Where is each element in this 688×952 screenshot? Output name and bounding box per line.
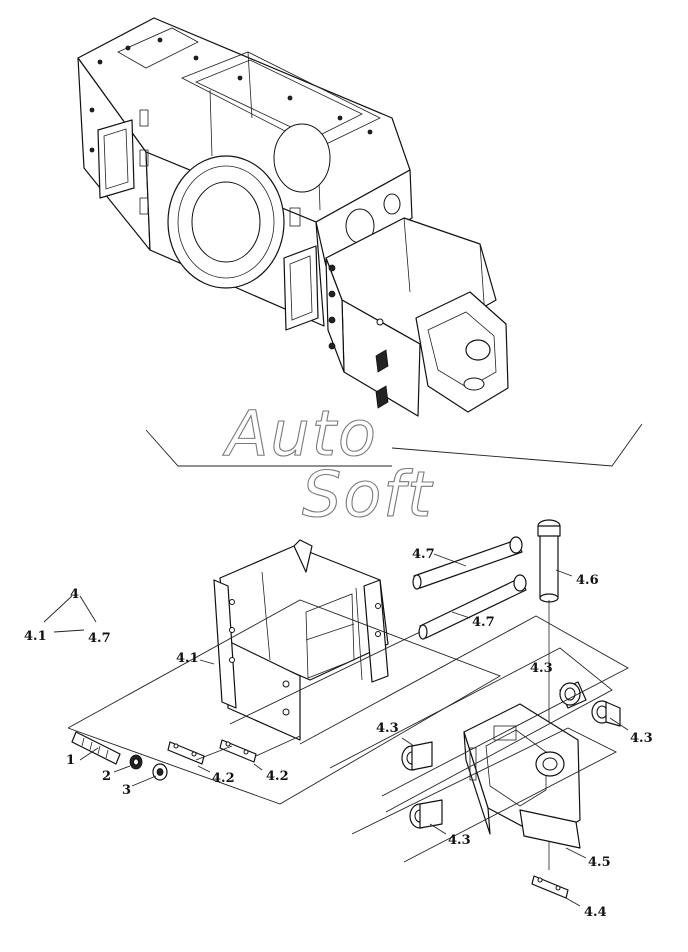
bushing-4-3-right bbox=[591, 700, 621, 727]
housing-assembly bbox=[77, 17, 413, 331]
bracket-assembly bbox=[325, 217, 509, 417]
callout-4-2-right: 4.2 bbox=[266, 769, 289, 784]
watermark-line-1: Auto bbox=[222, 397, 378, 470]
retainer-4-2-left bbox=[167, 741, 205, 765]
callout-labels: 4 4.1 4.7 4.7 4.7 4.6 4.1 4.3 4.3 4.3 4.… bbox=[24, 547, 653, 920]
callout-2: 2 bbox=[102, 769, 111, 784]
callout-4-7-top: 4.7 bbox=[412, 547, 435, 562]
pin-4-7-upper bbox=[412, 536, 523, 590]
pin-4-7-lower bbox=[418, 574, 527, 640]
nut-2 bbox=[129, 754, 143, 770]
explosion-frame bbox=[145, 423, 643, 467]
callout-4-3-left: 4.3 bbox=[376, 721, 399, 736]
callout-1: 1 bbox=[66, 753, 75, 768]
callout-3: 3 bbox=[122, 783, 131, 798]
callout-4-6: 4.6 bbox=[576, 573, 599, 588]
callout-4-3-bottom: 4.3 bbox=[448, 833, 471, 848]
retainer-4-2-right bbox=[219, 739, 257, 763]
bushing-4-3-top bbox=[559, 681, 587, 709]
bushing-4-3-bottom bbox=[409, 799, 443, 829]
nut-3 bbox=[152, 763, 168, 781]
callout-4-3-right: 4.3 bbox=[630, 731, 653, 746]
callout-4-1-key: 4.1 bbox=[24, 629, 47, 644]
autosoft-watermark: Auto Soft bbox=[221, 396, 434, 531]
callout-4-3-top: 4.3 bbox=[530, 661, 553, 676]
callout-4-1: 4.1 bbox=[176, 651, 199, 666]
callout-4-7-key: 4.7 bbox=[88, 631, 111, 646]
leader-lines bbox=[43, 553, 629, 907]
callout-4-7-mid: 4.7 bbox=[472, 615, 495, 630]
callout-4-2-left: 4.2 bbox=[212, 771, 235, 786]
retainer-4-4 bbox=[531, 875, 569, 899]
watermark-line-2: Soft bbox=[302, 458, 434, 531]
screw-1 bbox=[71, 731, 121, 765]
callout-4: 4 bbox=[70, 587, 79, 602]
callout-4-4: 4.4 bbox=[584, 905, 607, 920]
yoke-4-5 bbox=[463, 703, 581, 849]
callout-4-5: 4.5 bbox=[588, 855, 611, 870]
bushing-4-3-left bbox=[401, 741, 433, 771]
